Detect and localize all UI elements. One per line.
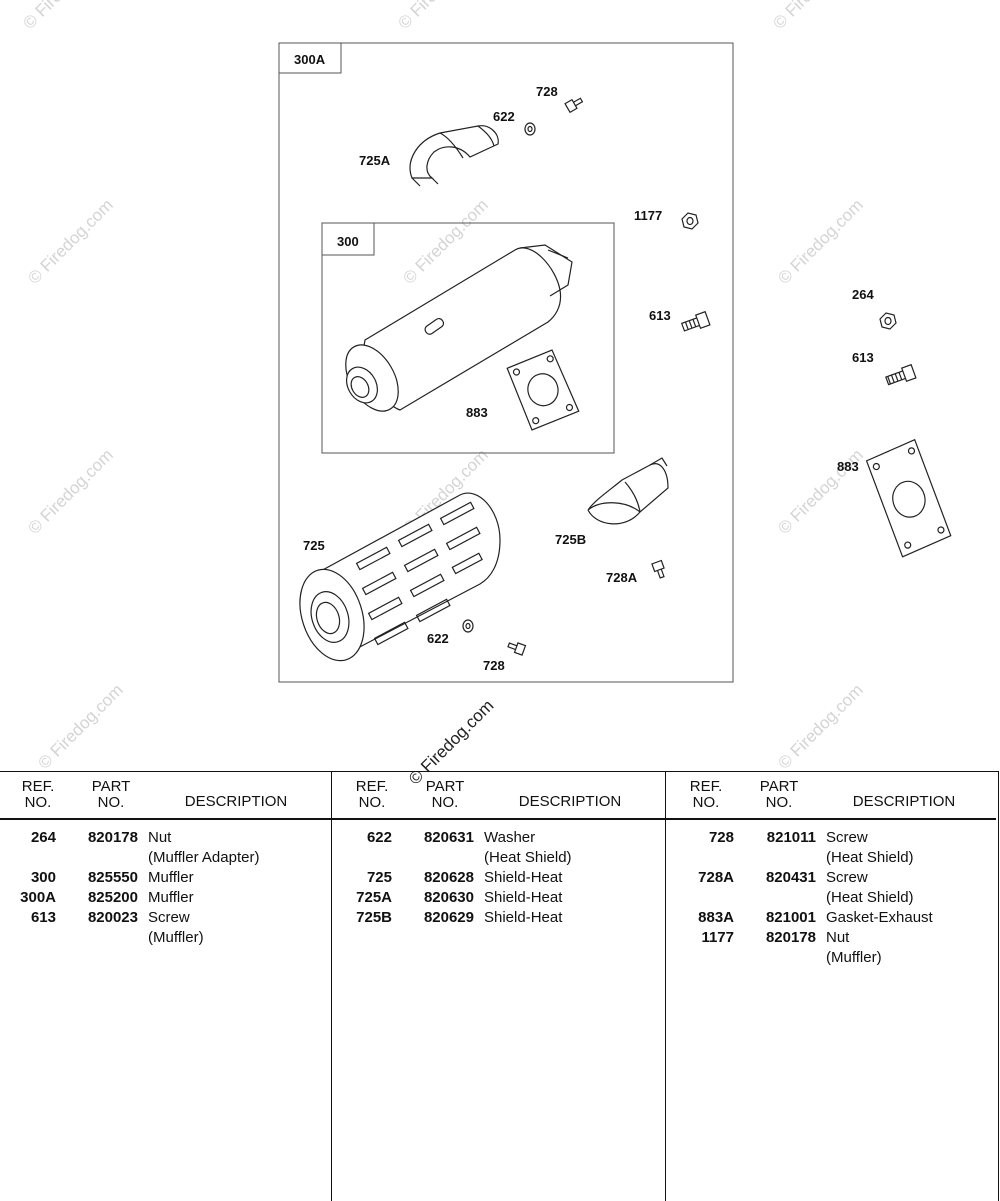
washer-622-top-icon <box>524 122 536 136</box>
screw-728-top-icon <box>564 97 584 114</box>
callout-622-bottom: 622 <box>427 631 449 646</box>
description-header: DESCRIPTION <box>518 793 622 810</box>
description-header: DESCRIPTION <box>852 793 956 810</box>
callout-613: 613 <box>649 308 671 323</box>
callout-622: 622 <box>493 109 515 124</box>
ref-header: REF. NO. <box>21 778 55 811</box>
callout-264: 264 <box>852 287 874 302</box>
screw-613-icon <box>680 310 711 332</box>
screw-613-outside-icon <box>885 363 917 386</box>
watermark: © Firedog.com <box>19 0 111 33</box>
washer-622-bottom-icon <box>462 619 474 633</box>
table-row: (Heat Shield) <box>826 849 914 866</box>
ref-header: REF. NO. <box>355 778 389 811</box>
assembly-label-box-inner <box>321 222 375 256</box>
callout-725A: 725A <box>359 153 391 168</box>
watermark: © Firedog.com <box>394 0 486 33</box>
description-header: DESCRIPTION <box>184 793 288 810</box>
column-header: REF. NO. PART NO. DESCRIPTION <box>0 772 331 820</box>
watermark: © Firedog.com <box>774 195 866 287</box>
table-row: (Muffler) <box>826 949 882 966</box>
screw-728-bottom-icon <box>507 642 527 656</box>
part-header: PART NO. <box>759 778 799 811</box>
heat-shield-725A-icon <box>409 125 499 187</box>
watermark: © Firedog.com <box>24 445 116 537</box>
callout-728A: 728A <box>606 570 638 585</box>
callout-883-outside: 883 <box>837 459 859 474</box>
part-header: PART NO. <box>91 778 131 811</box>
nut-1177-icon <box>681 212 699 230</box>
callout-725B: 725B <box>555 532 586 547</box>
muffler-300-icon <box>345 244 573 412</box>
assembly-label-box <box>278 42 342 74</box>
assembly-label-300A: 300A <box>294 52 326 67</box>
table-row: (Muffler Adapter) <box>148 849 260 866</box>
callout-613-outside: 613 <box>852 350 874 365</box>
ref-header: REF. NO. <box>689 778 723 811</box>
column-header: REF. NO. PART NO. DESCRIPTION <box>666 772 996 820</box>
assembly-label-300: 300 <box>337 234 359 249</box>
table-row: (Heat Shield) <box>484 849 572 866</box>
assembly-box-300 <box>321 222 615 454</box>
exploded-parts-diagram: © Firedog.com © Firedog.com © Firedog.co… <box>19 0 952 770</box>
part-header: PART NO. <box>425 778 465 811</box>
watermark: © Firedog.com <box>34 680 126 770</box>
gasket-883-inner-icon <box>506 349 580 431</box>
callout-883: 883 <box>466 405 488 420</box>
watermark: © Firedog.com <box>769 0 861 33</box>
screw-728A-icon <box>651 559 665 579</box>
assembly-box-300A <box>278 42 734 683</box>
gasket-883-outside-icon <box>865 438 952 558</box>
table-row: (Heat Shield) <box>826 889 914 906</box>
nut-264-icon <box>879 312 897 330</box>
callout-728-bottom: 728 <box>483 658 505 673</box>
callout-728: 728 <box>536 84 558 99</box>
watermark: © Firedog.com <box>774 680 866 770</box>
watermark: © Firedog.com <box>24 195 116 287</box>
table-row: (Muffler) <box>148 929 204 946</box>
column-header: REF. NO. PART NO. DESCRIPTION <box>332 772 665 820</box>
heat-shield-725-icon <box>299 492 501 662</box>
callout-1177: 1177 <box>634 208 662 223</box>
heat-shield-725B-icon <box>587 457 669 525</box>
callout-725: 725 <box>303 538 325 553</box>
